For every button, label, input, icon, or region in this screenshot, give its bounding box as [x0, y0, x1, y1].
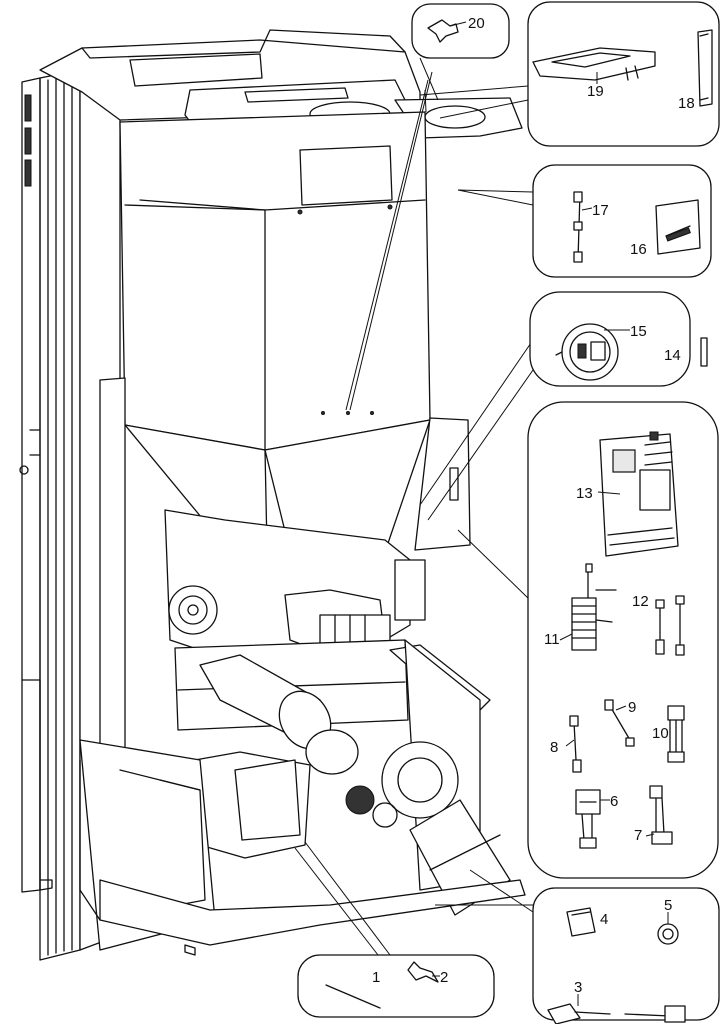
- part-14-icon: [700, 337, 708, 367]
- part-8-label: 8: [550, 739, 558, 756]
- callout-top-small: [411, 3, 510, 59]
- boiler-assembly: [19, 29, 526, 961]
- part-13-label: 13: [576, 485, 593, 502]
- callout-top-right: [527, 1, 720, 147]
- part-1-icon: [325, 984, 381, 1009]
- part-20-icon: [427, 19, 459, 43]
- callout-15-14: [529, 291, 708, 387]
- part-19-icon: [532, 47, 656, 81]
- callout-bottom-right: [532, 887, 720, 1024]
- left-frame-rail: [39, 69, 81, 961]
- part-5-icon: [657, 923, 679, 945]
- part-3-icon: [547, 994, 686, 1024]
- part-9-label: 9: [628, 699, 636, 716]
- part-17-icon: [573, 191, 583, 263]
- part-2-icon: [407, 961, 439, 983]
- part-7-label: 7: [634, 827, 642, 844]
- fan-housing: [381, 741, 459, 819]
- part-10-icon: [667, 705, 685, 763]
- part-1-label: 1: [372, 969, 380, 986]
- part-3-label: 3: [574, 979, 582, 996]
- part-13-icon: [599, 431, 679, 557]
- part-11-label: 11: [544, 631, 560, 648]
- callout-bottom-center: [297, 954, 495, 1018]
- part-14-label: 14: [664, 347, 681, 364]
- part-7-icon: [649, 785, 673, 845]
- leader-lines: [294, 57, 541, 956]
- part-19-label: 19: [587, 83, 604, 100]
- part-2-label: 2: [440, 969, 448, 986]
- part-5-label: 5: [664, 897, 672, 914]
- part-11-icon: [571, 563, 617, 651]
- callout-electrics: [527, 401, 719, 879]
- part-9-icon: [604, 699, 635, 747]
- pellet-hopper: [119, 111, 431, 451]
- part-15-icon: [555, 323, 619, 381]
- base-plate: [99, 879, 526, 946]
- part-20-label: 20: [468, 15, 485, 32]
- part-15-label: 15: [630, 323, 647, 340]
- part-4-label: 4: [600, 911, 608, 928]
- part-12-label: 12: [632, 593, 649, 610]
- callout-17-16: [532, 164, 712, 278]
- part-10-label: 10: [652, 725, 669, 742]
- part-18-label: 18: [678, 95, 695, 112]
- part-6-label: 6: [610, 793, 618, 810]
- part-12-icon: [655, 595, 685, 656]
- part-4-icon: [566, 907, 596, 937]
- part-6-icon: [575, 789, 601, 849]
- part-labels: 20 19 18 17 16 15 14 13 12 11 10 9 8 7 6…: [372, 15, 695, 996]
- part-17-label: 17: [592, 202, 609, 219]
- part-8-icon: [569, 715, 582, 773]
- part-18-icon: [697, 29, 713, 107]
- part-16-icon: [655, 199, 701, 255]
- part-16-label: 16: [630, 241, 647, 258]
